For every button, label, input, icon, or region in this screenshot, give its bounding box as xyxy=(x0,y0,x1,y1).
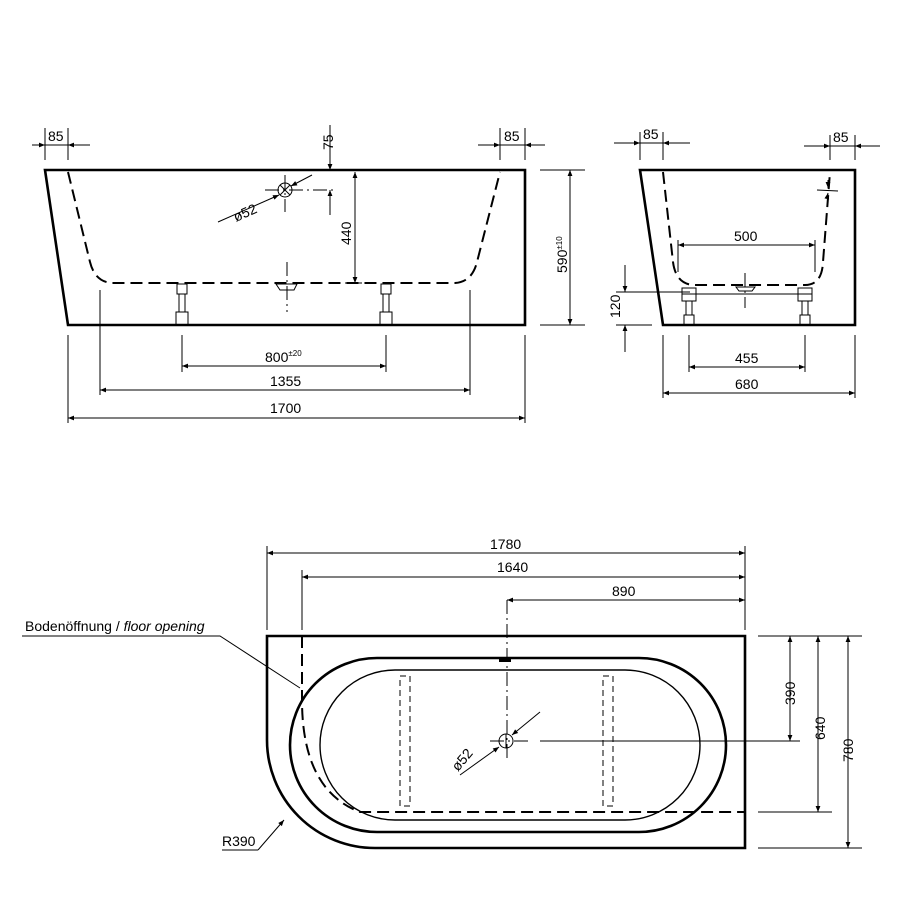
side-dim-width: 680 xyxy=(735,376,759,392)
plan-dim-floor-opening-length: 1640 xyxy=(497,559,528,575)
front-dim-length: 1700 xyxy=(270,400,301,416)
floor-opening-leader-line xyxy=(22,635,301,689)
side-dim-right-rim: 85 xyxy=(833,129,849,145)
plan-dim-total-width: 780 xyxy=(840,738,856,762)
plan-foot-rail-left xyxy=(399,675,411,807)
side-dim-left-rim: 85 xyxy=(643,126,659,142)
front-dim-left-rim: 85 xyxy=(48,128,64,144)
side-drain xyxy=(735,286,756,292)
plan-label-radius: R390 xyxy=(222,833,256,849)
side-dim-inner-width: 500 xyxy=(734,228,758,244)
side-dim-feet-spacing: 455 xyxy=(735,350,759,366)
plan-overflow xyxy=(499,657,511,662)
front-foot-left xyxy=(175,283,189,326)
plan-basin xyxy=(319,669,701,821)
plan-floor-opening-outline xyxy=(301,636,745,813)
front-dim-height: 590±10 xyxy=(554,236,570,273)
front-dim-inner-length: 1355 xyxy=(270,373,301,389)
front-dim-overflow-top: 75 xyxy=(320,134,336,150)
side-dim-foot-height: 120 xyxy=(607,294,623,318)
front-foot-right xyxy=(379,283,393,326)
plan-dim-total-length: 1780 xyxy=(490,536,521,552)
front-dim-overflow-height: 440 xyxy=(338,221,354,245)
plan-label-floor-opening: Bodenöffnung / floor opening xyxy=(25,618,205,634)
front-dim-feet-spacing: 800±20 xyxy=(265,349,302,365)
front-dim-overflow-diameter: ø52 xyxy=(231,200,260,225)
side-view: 85 85 500 120 455 680 xyxy=(607,126,880,398)
plan-tub-outline xyxy=(265,634,747,850)
plan-dim-drain-offset: 890 xyxy=(612,583,636,599)
plan-dim-drain-diameter: ø52 xyxy=(448,745,476,774)
plan-dim-floor-opening-width: 640 xyxy=(812,716,828,740)
front-tub-outline xyxy=(43,168,527,327)
plan-rim xyxy=(288,656,728,834)
front-drain xyxy=(275,283,298,291)
front-view: 85 85 75 ø52 440 590±10 800±20 1355 1700 xyxy=(32,125,585,423)
front-inner-basin xyxy=(67,171,501,284)
plan-dim-drain-y: 390 xyxy=(782,681,798,705)
side-tub-outline xyxy=(638,168,857,327)
plan-view: ø52 1780 1640 890 390 640 780 Bodenöffnu… xyxy=(22,536,862,851)
side-inner-basin xyxy=(662,171,831,286)
front-dim-right-rim: 85 xyxy=(504,128,520,144)
